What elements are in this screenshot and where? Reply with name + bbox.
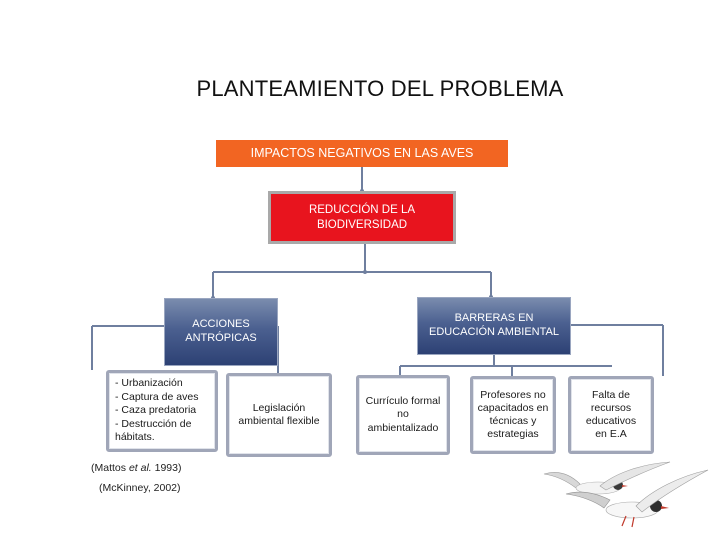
reference-mattos: (Mattos et al. 1993)	[91, 462, 181, 474]
impactos-label: IMPACTOS NEGATIVOS EN LAS AVES	[250, 145, 474, 160]
ref1-italic: et al.	[128, 462, 152, 474]
profesores-line1: Profesores no	[480, 388, 546, 401]
curriculo-line3: ambientalizado	[367, 421, 439, 434]
seagulls-illustration-icon	[543, 461, 709, 528]
acciones-list-box: - Urbanización - Captura de aves - Caza …	[106, 370, 218, 452]
profesores-line2: capacitados en	[477, 401, 549, 414]
curriculo-line1: Currículo formal	[365, 395, 441, 408]
reduccion-line1: REDUCCIÓN DE LA	[308, 204, 416, 217]
ref1-post: 1993)	[151, 462, 182, 474]
reference-mckinney: (McKinney, 2002)	[99, 482, 181, 494]
legislacion-line1: Legislación	[252, 401, 306, 414]
falta-line4: en E.A	[595, 428, 627, 441]
falta-line1: Falta de	[592, 388, 630, 401]
acciones-line2: ANTRÓPICAS	[185, 332, 257, 344]
profesores-line4: estrategias	[487, 428, 539, 441]
reduccion-line2: BIODIVERSIDAD	[316, 218, 408, 231]
barreras-line1: BARRERAS EN	[454, 312, 534, 325]
ref1-pre: (Mattos	[91, 462, 129, 474]
impactos-box: IMPACTOS NEGATIVOS EN LAS AVES	[216, 140, 508, 167]
list-item: hábitats.	[115, 431, 155, 444]
acciones-box: ACCIONES ANTRÓPICAS	[164, 298, 278, 366]
profesores-line3: técnicas y	[489, 415, 537, 427]
list-item: - Destrucción de	[115, 417, 192, 430]
falta-line2: recursos	[590, 401, 632, 414]
falta-box: Falta de recursos educativos en E.A	[568, 376, 654, 454]
acciones-line1: ACCIONES	[192, 318, 250, 331]
acciones-list: - Urbanización - Captura de aves - Caza …	[115, 377, 198, 445]
barreras-line2: EDUCACIÓN AMBIENTAL	[429, 326, 559, 338]
reduccion-box: REDUCCIÓN DE LA BIODIVERSIDAD	[268, 191, 456, 244]
barreras-box: BARRERAS EN EDUCACIÓN AMBIENTAL	[417, 297, 571, 355]
curriculo-line2: no	[397, 408, 409, 421]
profesores-box: Profesores no capacitados en técnicas y …	[470, 376, 556, 454]
curriculo-box: Currículo formal no ambientalizado	[356, 375, 450, 455]
legislacion-box: Legislación ambiental flexible	[226, 373, 332, 457]
falta-line3: educativos	[585, 415, 637, 427]
list-item: - Urbanización	[115, 376, 183, 389]
page-title: PLANTEAMIENTO DEL PROBLEMA	[196, 76, 564, 101]
legislacion-line2: ambiental flexible	[238, 415, 320, 427]
list-item: - Caza predatoria	[115, 404, 197, 417]
list-item: - Captura de aves	[115, 390, 199, 403]
